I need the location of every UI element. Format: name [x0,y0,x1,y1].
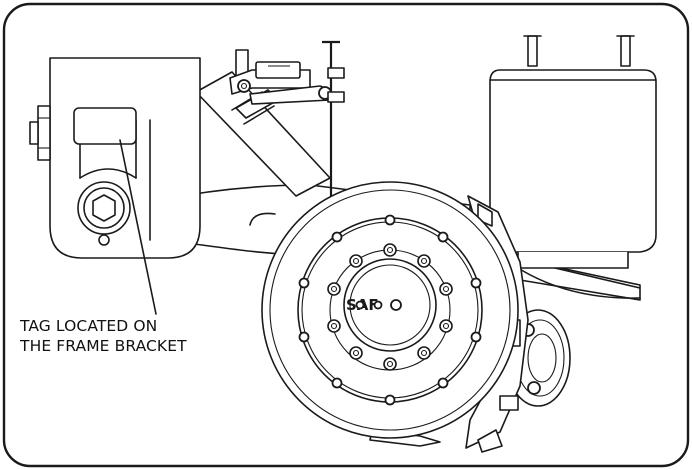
callout-leader-line [119,139,157,315]
wheel-hub-rotor: SAF [261,181,519,439]
callout-line-1: TAG LOCATED ON [20,317,158,335]
frame-bracket [29,57,201,259]
callout-line-2: THE FRAME BRACKET [20,337,187,355]
height-control-valve [229,40,345,270]
air-spring [489,35,657,299]
pivot-bolt-hex [92,194,116,222]
tag-location-callout: TAG LOCATED ON THE FRAME BRACKET [20,316,187,356]
hub-studs [327,243,453,371]
identification-tag [73,107,137,145]
outer-bolt-circle [298,214,482,406]
